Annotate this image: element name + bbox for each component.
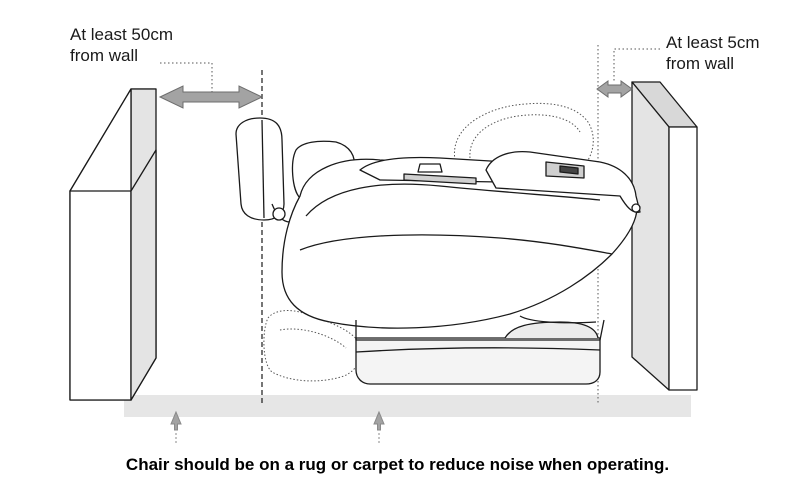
left-clearance-label: At least 50cm from wall xyxy=(70,24,173,66)
left-wall-icon xyxy=(69,88,157,401)
right-wall-icon xyxy=(631,81,698,391)
caption: Chair should be on a rug or carpet to re… xyxy=(125,455,670,474)
rug xyxy=(124,395,691,417)
massage-chair-reclined-ghost xyxy=(263,102,594,382)
double-arrow-small-icon xyxy=(596,80,633,98)
right-clearance-line1: At least 5cm xyxy=(666,33,760,52)
right-clearance-line2: from wall xyxy=(666,54,735,73)
pointer-arrow-icon xyxy=(373,410,385,445)
double-arrow-icon xyxy=(158,85,264,109)
massage-chair-icon xyxy=(235,117,641,385)
pointer-arrow-icon xyxy=(170,410,182,445)
left-clearance-line1: At least 50cm xyxy=(70,25,173,44)
left-clearance-line2: from wall xyxy=(70,46,139,65)
right-clearance-label: At least 5cm from wall xyxy=(666,32,760,74)
